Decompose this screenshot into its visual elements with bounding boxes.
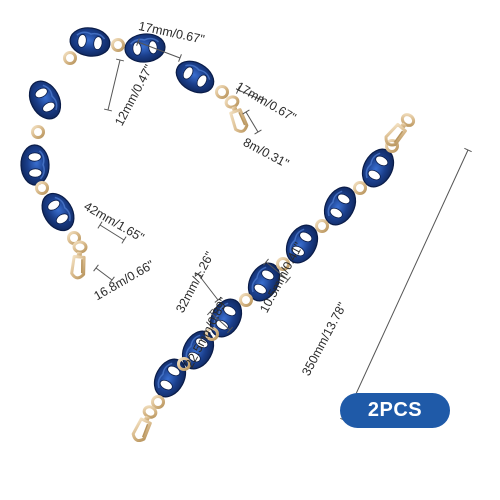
- jump-ring: [177, 357, 191, 371]
- chain-link: [323, 186, 357, 226]
- dim-clasp-width-lower: [93, 264, 115, 284]
- dim-clasp-length-lower: [97, 221, 127, 244]
- chain-link: [209, 298, 243, 338]
- dim-clasp-width-upper: [242, 109, 262, 135]
- swivel-clasp: [224, 95, 249, 133]
- chain-link: [28, 80, 62, 120]
- dim-ring-size: [263, 258, 291, 284]
- chain-link: [69, 27, 111, 57]
- jump-ring: [205, 327, 219, 341]
- jump-ring: [151, 395, 165, 409]
- chain-link: [285, 224, 319, 264]
- chain-link: [247, 262, 281, 302]
- chain-link: [181, 330, 215, 370]
- chain-upper-left: [20, 27, 249, 280]
- swivel-clasp: [384, 113, 416, 147]
- chain-link: [41, 192, 75, 232]
- jump-ring: [63, 51, 77, 65]
- chain-link: [361, 148, 395, 188]
- dimension-lines: [93, 38, 472, 423]
- jump-ring: [239, 293, 253, 307]
- chain-link: [20, 144, 50, 186]
- jump-ring: [31, 125, 45, 139]
- dim-link-length-top: [136, 38, 182, 62]
- dim-link-width-upper: [103, 58, 125, 112]
- chain-lower-right: [131, 113, 416, 443]
- dim-clasp-length-upper: [235, 86, 264, 104]
- quantity-badge: 2PCS: [340, 393, 450, 428]
- jump-ring: [315, 219, 329, 233]
- jump-ring: [111, 38, 125, 52]
- chain-link: [124, 33, 166, 63]
- chain-link: [153, 358, 187, 398]
- dim-link-length-large: [194, 271, 222, 303]
- jump-ring: [353, 181, 367, 195]
- swivel-clasp: [131, 405, 158, 443]
- dim-total-length: [340, 147, 472, 423]
- jump-ring: [35, 181, 49, 195]
- jump-ring: [215, 85, 229, 99]
- dim-link-width-large: [206, 308, 234, 334]
- jump-ring: [385, 139, 399, 153]
- chain-link: [175, 60, 215, 94]
- jump-ring: [276, 257, 290, 271]
- swivel-clasp: [70, 240, 88, 280]
